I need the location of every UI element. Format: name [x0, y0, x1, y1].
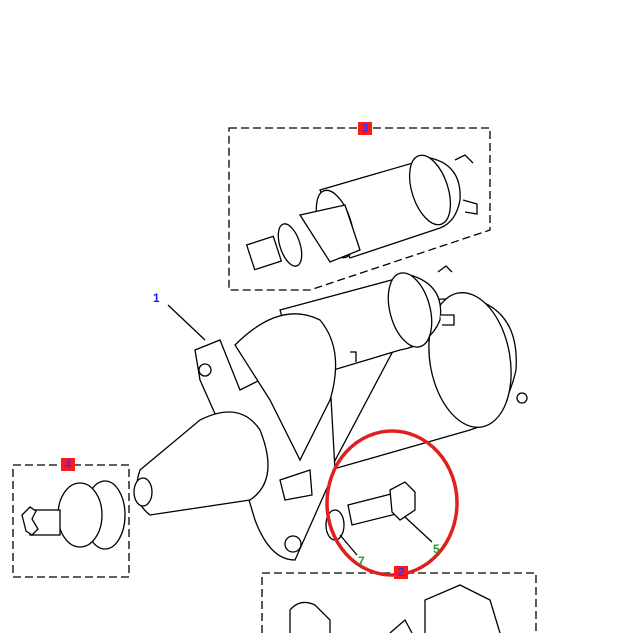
leader-5 [404, 516, 433, 543]
callout-1[interactable]: 1 [153, 291, 160, 305]
callout-4[interactable]: 4 [61, 458, 75, 471]
group-box-3 [228, 127, 491, 291]
part-2-sketch [289, 584, 501, 633]
highlight-circle [325, 429, 459, 577]
callout-7[interactable]: 7 [358, 554, 365, 568]
leader-1 [167, 304, 206, 341]
callout-2[interactable]: 2 [394, 566, 408, 579]
group-box-4 [12, 464, 130, 578]
solenoid-part [245, 154, 478, 271]
callout-5[interactable]: 5 [433, 542, 440, 556]
leader-7 [339, 534, 358, 556]
pinion-part [21, 480, 126, 550]
starter-motor-body [133, 265, 528, 561]
callout-3[interactable]: 3 [358, 122, 372, 135]
bolt-part [347, 481, 416, 526]
